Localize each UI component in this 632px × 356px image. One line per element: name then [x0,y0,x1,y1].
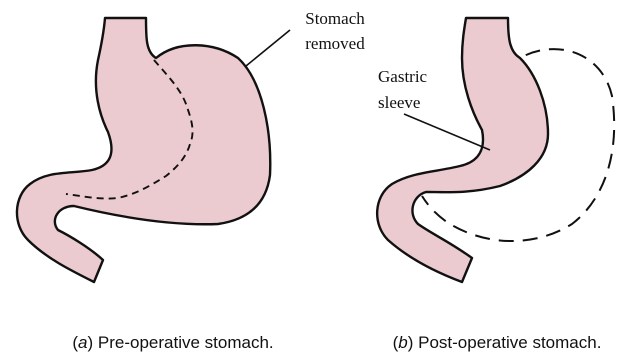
caption-post-operative: (b) Post-operative stomach. [393,333,602,352]
caption-a-text: Pre-operative stomach. [98,333,274,352]
gastric-sleeve-label-line1: Gastric [378,67,428,86]
caption-b-letter: b [398,333,407,352]
stomach-removed-label-line1: Stomach [305,9,365,28]
panel-post-operative: Gastric sleeve [377,18,614,282]
gastric-sleeve-shape [377,18,548,282]
stomach-removed-leader [246,30,290,66]
stomach-removed-label-line2: removed [305,34,365,53]
caption-pre-operative: (a) Pre-operative stomach. [72,333,273,352]
caption-b-text: Post-operative stomach. [418,333,601,352]
whole-stomach-shape [17,18,270,282]
gastric-sleeve-label-line2: sleeve [378,93,420,112]
caption-a-letter: a [78,333,87,352]
panel-pre-operative: Stomach removed [17,9,365,282]
